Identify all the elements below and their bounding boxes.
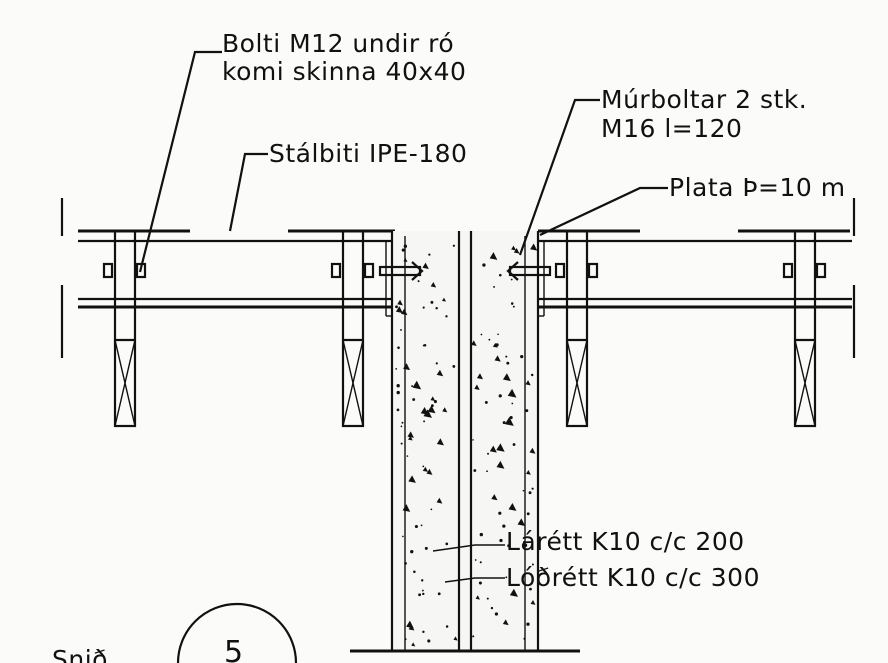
- concrete-column: [350, 231, 580, 653]
- bolt-label-line1: Bolti M12 undir ró: [222, 29, 454, 58]
- section-number: 5: [224, 635, 244, 663]
- beam-label: Stálbiti IPE-180: [269, 139, 467, 168]
- concrete-aggregate: [395, 243, 538, 647]
- timber-post-1: [102, 229, 147, 428]
- anchor-bolts: [378, 261, 552, 281]
- section-mark: Snið 5: [52, 602, 298, 663]
- plate-label: Plata Þ=10 m: [669, 173, 846, 202]
- timber-post-2: [330, 229, 375, 428]
- section-label: Snið: [52, 645, 108, 663]
- vertical-rebar-label: Lóðrétt K10 c/c 300: [506, 563, 760, 592]
- horizontal-rebar-label: Lárétt K10 c/c 200: [506, 527, 745, 556]
- bolt-label-line2: komi skinna 40x40: [222, 57, 466, 86]
- anchor-label-line1: Múrboltar 2 stk.: [601, 85, 807, 114]
- anchor-label-line2: M16 l=120: [601, 114, 742, 143]
- timber-post-4: [782, 229, 827, 428]
- leader-lines: [138, 50, 668, 583]
- timber-post-3: [554, 229, 599, 428]
